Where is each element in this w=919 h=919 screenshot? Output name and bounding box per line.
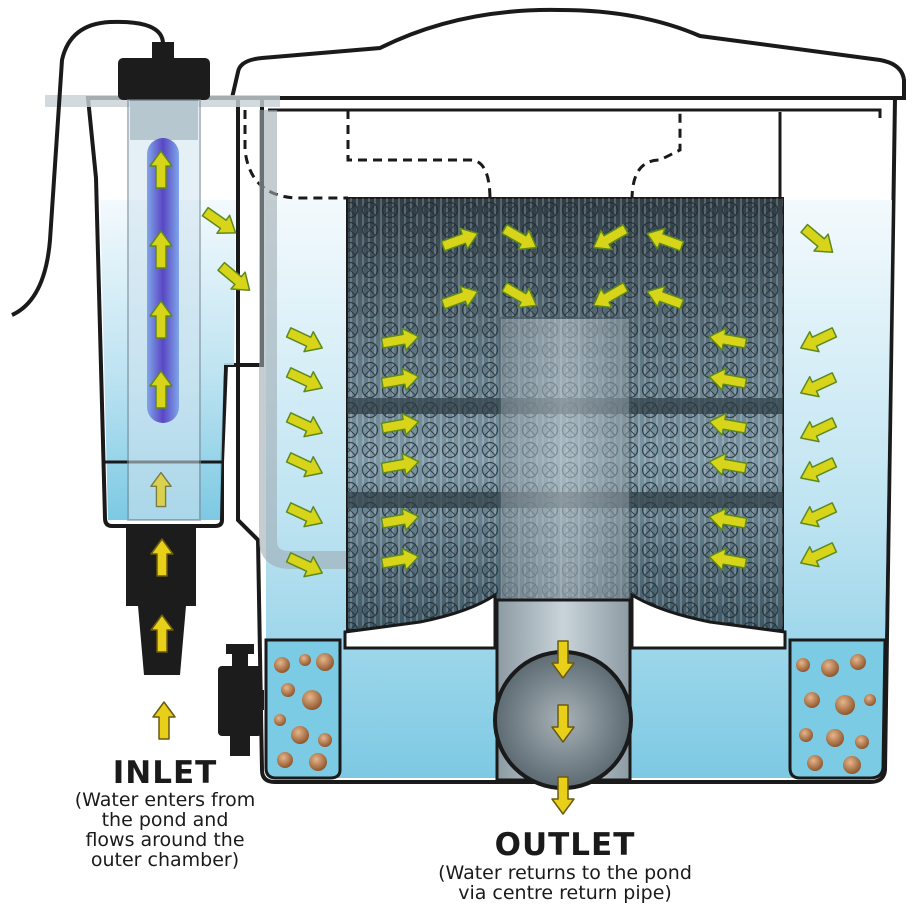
drain-valve-icon [218, 644, 264, 756]
inlet-spigot [126, 526, 196, 675]
inner-chamber-dashed-outline [346, 110, 682, 201]
inlet-description-line: outer chamber) [90, 849, 240, 871]
inlet-label: INLET (Water enters from the pond and fl… [50, 755, 280, 871]
outlet-description-line: via centre return pipe) [458, 882, 672, 904]
outlet-label: OUTLET (Water returns to the pond via ce… [405, 827, 725, 904]
outlet-description-line: (Water returns to the pond [438, 862, 692, 884]
inlet-title: INLET [112, 755, 218, 791]
inlet-description-line: (Water enters from [74, 789, 256, 811]
inlet-arrow [152, 701, 176, 740]
uv-lamp-icon [118, 42, 210, 521]
inlet-description-line: the pond and [101, 809, 229, 831]
gravel-media-icon [274, 653, 876, 774]
outlet-title: OUTLET [494, 827, 636, 863]
power-cord [11, 19, 165, 317]
inlet-description-line: flows around the [85, 829, 245, 851]
filter-lid [229, 7, 906, 100]
